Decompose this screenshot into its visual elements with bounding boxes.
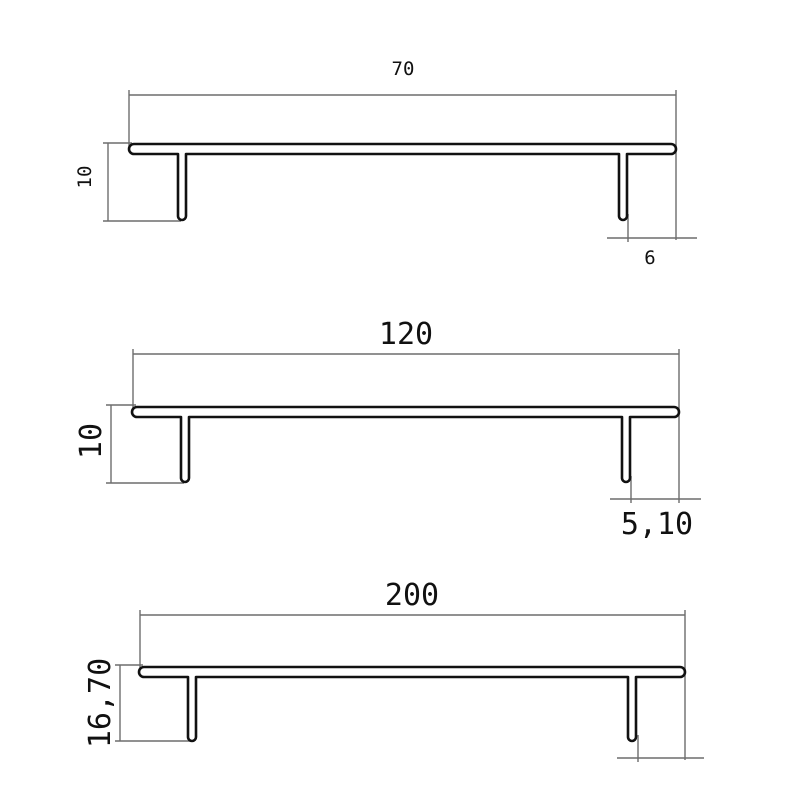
profile-handle-70: 70 10 6 bbox=[74, 58, 697, 269]
offset-label: 6 bbox=[644, 247, 655, 269]
handle-profile-shape bbox=[130, 405, 681, 484]
height-label: 10 bbox=[74, 166, 96, 189]
profile-handle-120: 120 10 5,10 bbox=[74, 317, 701, 542]
offset-label: 5,10 bbox=[621, 507, 693, 542]
height-label: 16,70 bbox=[83, 658, 118, 748]
handle-profile-shape bbox=[127, 142, 678, 222]
handle-profile-shape bbox=[137, 665, 687, 743]
length-label: 120 bbox=[379, 317, 433, 352]
profile-handle-200: 200 16,70 bbox=[83, 578, 704, 762]
length-label: 70 bbox=[392, 58, 415, 80]
length-label: 200 bbox=[385, 578, 439, 613]
height-label: 10 bbox=[74, 423, 109, 459]
